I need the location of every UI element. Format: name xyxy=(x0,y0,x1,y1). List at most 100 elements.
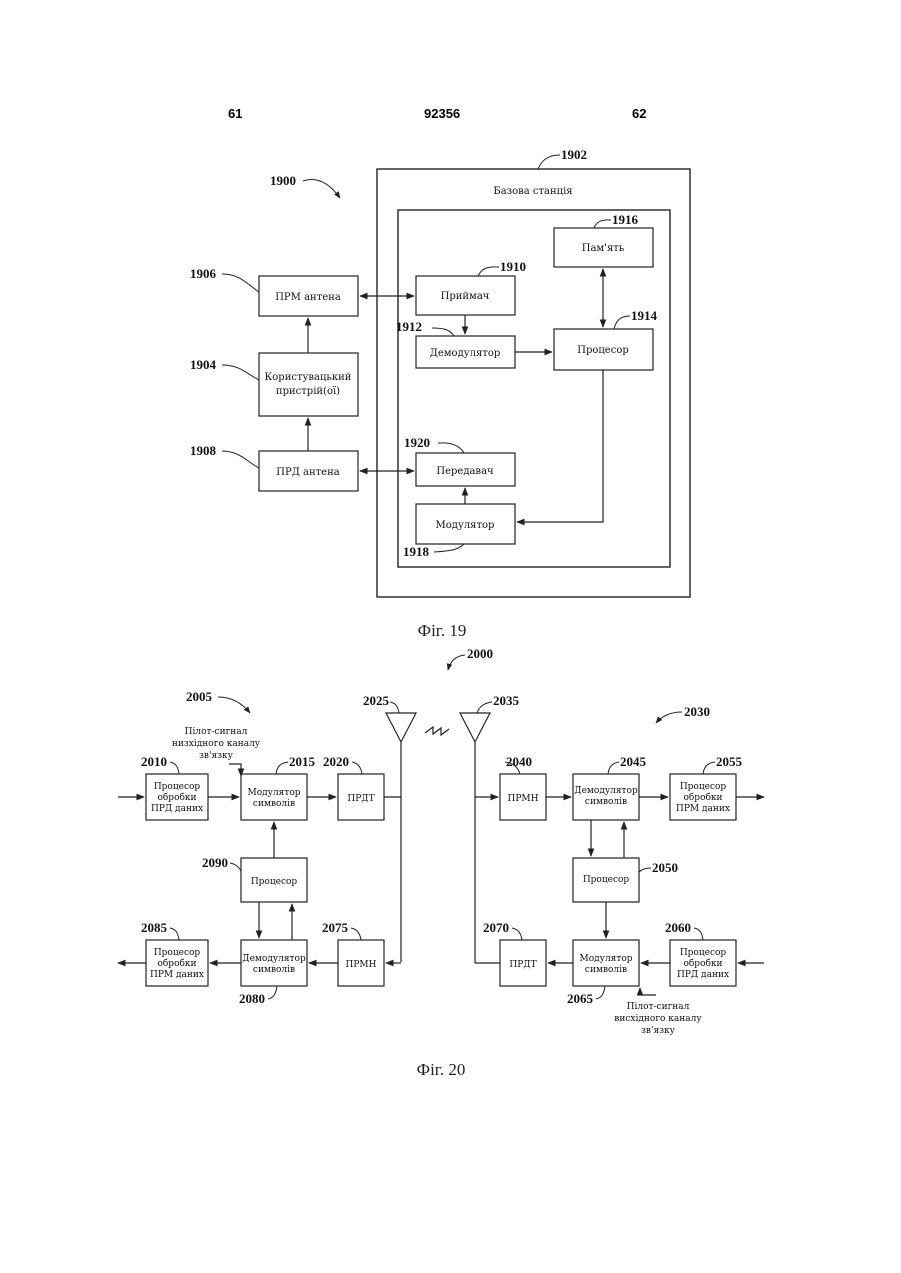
ref-2085-lead xyxy=(170,928,179,940)
ref-2025: 2025 xyxy=(363,693,390,708)
ref-2010: 2010 xyxy=(141,754,167,769)
ref-2055: 2055 xyxy=(716,754,743,769)
ref-1912-lead xyxy=(432,328,454,336)
prdt-left-label: ПРДТ xyxy=(347,794,374,804)
rx-data-processor-left-line1: Процесор xyxy=(154,948,201,958)
pilot-uplink-line1: Пілот-сигнал xyxy=(627,1002,690,1012)
ref-2050-lead xyxy=(639,868,651,872)
ref-2085: 2085 xyxy=(141,920,168,935)
prmn-right-label: ПРМН xyxy=(508,794,539,804)
pilot-uplink-line2: висхідного каналу xyxy=(614,1014,702,1024)
ref-1916: 1916 xyxy=(612,212,639,227)
ref-2015-lead xyxy=(276,762,288,774)
figure-19: 1900 1902 Базова станція Пам'ять 1916 Пр… xyxy=(190,147,690,640)
processor-left-label: Процесор xyxy=(251,877,298,887)
user-device-label-line2: пристрій(ої) xyxy=(276,386,340,397)
ref-1916-lead xyxy=(594,220,611,228)
ref-1914: 1914 xyxy=(631,308,658,323)
symbol-demodulator-right-line1: Демодулятор xyxy=(574,786,638,796)
rx-data-processor-right-line1: Процесор xyxy=(680,782,727,792)
ref-2045-lead xyxy=(608,762,619,774)
ref-2080: 2080 xyxy=(239,991,265,1006)
pilot-downlink-line2: низхідного каналу xyxy=(172,739,261,749)
figure-19-caption: Фіг. 19 xyxy=(418,621,467,640)
ref-2025-lead xyxy=(390,702,399,713)
ref-2055-lead xyxy=(703,762,715,774)
ref-1920-lead xyxy=(438,443,464,453)
ref-2070: 2070 xyxy=(483,920,509,935)
pilot-uplink-arrow xyxy=(640,988,656,995)
ref-1906: 1906 xyxy=(190,266,217,281)
base-station-title: Базова станція xyxy=(493,186,572,197)
ref-1902-lead xyxy=(538,155,560,169)
ref-1918: 1918 xyxy=(403,544,430,559)
ref-1902: 1902 xyxy=(561,147,587,162)
ref-2090: 2090 xyxy=(202,855,228,870)
ref-2075-lead xyxy=(351,928,361,940)
ref-2040: 2040 xyxy=(506,754,532,769)
symbol-modulator-right-line2: символів xyxy=(585,965,627,975)
tx-data-processor-right-line2: обробки xyxy=(683,958,722,969)
ref-2090-lead xyxy=(230,863,241,871)
ref-2060: 2060 xyxy=(665,920,691,935)
antenna-left xyxy=(386,713,416,742)
ref-2000-pointer xyxy=(448,655,465,670)
ref-2010-lead xyxy=(170,762,179,774)
arrow-processor-modulator xyxy=(517,370,603,522)
tx-data-processor-left-line1: Процесор xyxy=(154,782,201,792)
antenna-right xyxy=(460,713,490,742)
rx-data-processor-right-line3: ПРМ даних xyxy=(676,804,730,814)
ref-1900: 1900 xyxy=(270,173,296,188)
memory-label: Пам'ять xyxy=(582,243,625,254)
ref-1904: 1904 xyxy=(190,357,217,372)
rx-data-processor-left-line2: обробки xyxy=(157,958,196,969)
rx-antenna-label: ПРМ антена xyxy=(275,292,341,303)
ref-1912: 1912 xyxy=(396,319,422,334)
ref-1914-lead xyxy=(614,316,630,329)
ref-2060-lead xyxy=(694,928,703,940)
tx-data-processor-right-line3: ПРД даних xyxy=(677,970,729,980)
symbol-demodulator-left-line2: символів xyxy=(253,965,295,975)
symbol-modulator-right-line1: Модулятор xyxy=(579,954,632,964)
figure-20: 2000 2005 2030 2025 2035 Процесор обробк… xyxy=(118,646,764,1079)
symbol-modulator-left-line2: символів xyxy=(253,799,295,809)
tx-data-processor-left-line3: ПРД даних xyxy=(151,804,203,814)
ref-1908-lead xyxy=(222,451,259,468)
transmitter-label: Передавач xyxy=(436,466,494,477)
symbol-demodulator-left-line1: Демодулятор xyxy=(242,954,306,964)
symbol-modulator-left-line1: Модулятор xyxy=(247,788,300,798)
ref-2020: 2020 xyxy=(323,754,349,769)
ref-2045: 2045 xyxy=(620,754,647,769)
ref-2030-pointer xyxy=(656,712,682,723)
ref-2075: 2075 xyxy=(322,920,349,935)
ref-1906-lead xyxy=(222,274,259,292)
ref-2015: 2015 xyxy=(289,754,316,769)
user-device-label-line1: Користувацький xyxy=(265,372,352,383)
ref-2030: 2030 xyxy=(684,704,710,719)
ref-1910-lead xyxy=(478,267,499,276)
pilot-downlink-line1: Пілот-сигнал xyxy=(185,727,248,737)
ref-2000: 2000 xyxy=(467,646,493,661)
ref-2065-lead xyxy=(596,986,605,999)
user-device-block xyxy=(259,353,358,416)
modulator-label: Модулятор xyxy=(436,520,495,531)
ref-2080-lead xyxy=(268,986,277,999)
ref-2005: 2005 xyxy=(186,689,213,704)
ref-1910: 1910 xyxy=(500,259,526,274)
ref-2050: 2050 xyxy=(652,860,678,875)
processor-right-label: Процесор xyxy=(583,875,630,885)
ref-1904-lead xyxy=(222,365,259,380)
pilot-downlink-line3: зв'язку xyxy=(199,751,234,761)
ref-2005-pointer xyxy=(218,697,250,713)
tx-data-processor-right-line1: Процесор xyxy=(680,948,727,958)
ref-2070-lead xyxy=(512,928,522,940)
demodulator-label: Демодулятор xyxy=(430,348,501,359)
ref-2065: 2065 xyxy=(567,991,594,1006)
wireless-link-icon xyxy=(425,727,449,735)
ref-1900-pointer xyxy=(303,180,340,198)
ref-1918-lead xyxy=(434,544,464,552)
receiver-label: Приймач xyxy=(441,291,490,302)
pilot-downlink-arrow xyxy=(229,764,241,776)
ref-1908: 1908 xyxy=(190,443,217,458)
prmn-left-label: ПРМН xyxy=(346,960,377,970)
